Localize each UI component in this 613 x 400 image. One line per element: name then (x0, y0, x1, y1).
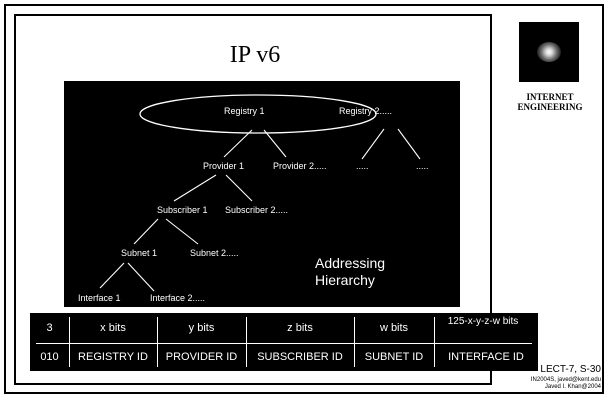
hierarchy-lines (99, 94, 421, 292)
course-title: INTERNET ENGINEERING (504, 92, 596, 112)
footer-line-2: Javed I. Khan@2004 (544, 384, 601, 390)
subnet-1-label: Subnet 1 (121, 248, 158, 258)
id-cell-subscriber: SUBSCRIBER ID (257, 351, 343, 363)
subscriber-1-label: Subscriber 1 (157, 205, 208, 215)
registry-2-child-1-label: ..... (356, 161, 369, 171)
lecture-slide-number: LECT-7, S-30 (540, 364, 601, 375)
addressing-hierarchy-caption: Addressing Hierarchy (315, 255, 385, 289)
subscriber-2-label: Subscriber 2..... (225, 205, 289, 215)
edge-subnet-interface2 (127, 262, 155, 292)
bits-cell-subnet: w bits (379, 322, 409, 334)
id-cell-interface: INTERFACE ID (448, 351, 524, 363)
registry-1-label: Registry 1 (224, 106, 265, 116)
edge-provider-subscriber1 (173, 174, 217, 202)
edge-provider-subscriber2 (225, 174, 253, 202)
slide-title: IP v6 (229, 42, 281, 68)
column-divider (354, 317, 355, 367)
id-cell-subnet: SUBNET ID (364, 351, 424, 363)
table-row-divider (36, 343, 532, 344)
slide-content-frame: IP v6 Registry 1 Registry 2..... Provide… (14, 14, 492, 385)
edge-registry-provider2 (263, 129, 287, 158)
edge-registry2-dots1 (361, 128, 385, 160)
registry-2-label: Registry 2..... (339, 106, 393, 116)
edge-subnet-interface1 (99, 262, 125, 289)
author-footer: IN2004S, javed@kent.edu Javed I. Khan@20… (531, 377, 601, 391)
course-title-line-1: INTERNET (526, 92, 574, 102)
bits-cell-interface: 125-x-y-z-w bits (447, 316, 519, 327)
bits-cell-prefix: 3 (46, 322, 53, 334)
registry-2-child-2-label: ..... (416, 161, 429, 171)
bits-cell-subscriber: z bits (287, 322, 313, 334)
glow-spot (537, 42, 561, 62)
provider-2-label: Provider 2..... (273, 161, 327, 171)
addressing-hierarchy-diagram: Registry 1 Registry 2..... Provider 1 Pr… (64, 81, 460, 307)
edge-registry-provider1 (223, 129, 253, 158)
bits-cell-registry: x bits (100, 322, 126, 334)
space-glow-icon (519, 22, 579, 82)
ipv6-address-format-table: 3 x bits y bits z bits w bits 125-x-y-z-… (30, 313, 538, 371)
id-cell-provider: PROVIDER ID (165, 351, 238, 363)
interface-1-label: Interface 1 (78, 293, 121, 303)
edge-registry2-dots2 (397, 128, 421, 160)
edge-subscriber-subnet1 (133, 218, 159, 245)
slide-border (4, 4, 604, 394)
course-title-line-2: ENGINEERING (517, 102, 583, 112)
interface-2-label: Interface 2..... (150, 293, 206, 303)
registry-ellipse (139, 94, 377, 134)
id-cell-prefix: 010 (40, 351, 59, 363)
subnet-2-label: Subnet 2..... (190, 248, 239, 258)
column-divider (69, 317, 70, 367)
id-cell-registry: REGISTRY ID (78, 351, 148, 363)
bits-cell-provider: y bits (188, 322, 215, 334)
column-divider (434, 317, 435, 367)
edge-subscriber-subnet2 (165, 218, 199, 245)
column-divider (157, 317, 158, 367)
footer-line-1: IN2004S, javed@kent.edu (530, 377, 601, 383)
caption-line-1: Addressing (315, 255, 386, 271)
provider-1-label: Provider 1 (203, 161, 245, 171)
caption-line-2: Hierarchy (315, 272, 375, 288)
column-divider (246, 317, 247, 367)
